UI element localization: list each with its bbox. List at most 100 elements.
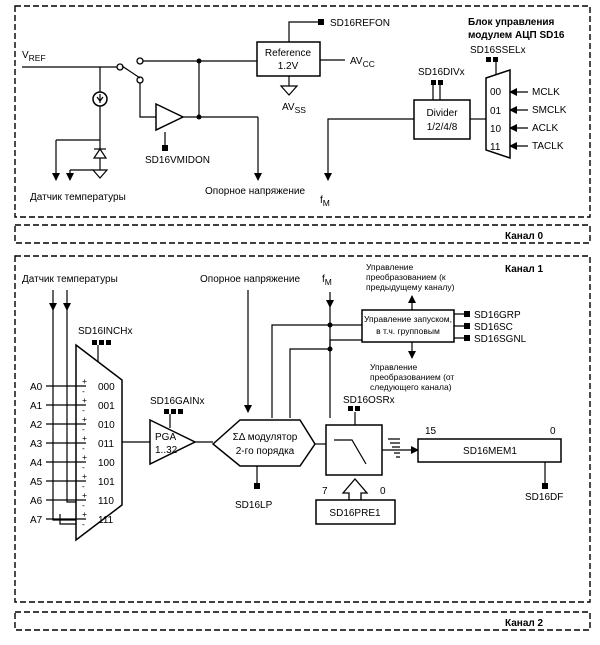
mux-code-00: 00: [490, 87, 502, 98]
sd16refon-label: SD16REFON: [330, 18, 390, 29]
divider-label: Divider: [426, 108, 458, 119]
pga-label: PGA: [155, 432, 176, 443]
input-polarity-sign: +: [82, 471, 87, 481]
channel2-frame: [14, 611, 591, 631]
input-code-011: 011: [98, 439, 114, 450]
channel2-label: Канал 2: [505, 618, 544, 629]
sd16osrx-label: SD16OSRx: [343, 395, 395, 406]
mux-code-10: 10: [490, 124, 502, 135]
sd16inchx-label: SD16INCHx: [78, 326, 132, 337]
avcc-label: AVCC: [350, 56, 375, 69]
input-code-111: 111: [98, 515, 114, 526]
input-polarity-sign: +: [82, 376, 87, 386]
input-polarity-sign: +: [82, 490, 87, 500]
input-a1-label: A1: [30, 401, 43, 412]
sd16sgnl-label: SD16SGNL: [474, 334, 527, 345]
input-a7-label: A7: [30, 515, 43, 526]
input-code-101: 101: [98, 477, 115, 488]
input-code-110: 110: [98, 496, 114, 507]
divider-ratios: 1/2/4/8: [427, 122, 458, 133]
ref-voltage-label-ch1: Опорное напряжение: [200, 274, 300, 285]
input-code-000: 000: [98, 382, 115, 393]
digital-filter-block: [325, 424, 383, 476]
mem-bit-lo: 0: [550, 426, 556, 437]
sd16mem1-label: SD16MEM1: [463, 446, 517, 457]
input-a3-label: A3: [30, 439, 43, 450]
input-polarity-sign: -: [82, 519, 85, 529]
input-a6-label: A6: [30, 496, 43, 507]
avss-label: AVSS: [282, 102, 306, 115]
input-polarity-sign: +: [82, 509, 87, 519]
control-next-line1: Управление: [370, 362, 418, 372]
sd16lp-label: SD16LP: [235, 500, 273, 511]
control-prev-line1: Управление: [366, 262, 414, 272]
control-next-line3: следующего канала): [370, 382, 452, 392]
sigma-delta-modulator: [211, 419, 316, 467]
input-code-001: 001: [98, 401, 115, 412]
input-polarity-sign: -: [82, 481, 85, 491]
input-a5-label: A5: [30, 477, 43, 488]
input-polarity-sign: +: [82, 395, 87, 405]
start-control-block: [361, 309, 455, 343]
sd16df-label: SD16DF: [525, 492, 563, 503]
start-control-line2: в т.ч. групповым: [376, 326, 440, 336]
input-mux: [75, 343, 123, 542]
control-block-frame: [14, 5, 591, 218]
sd16sc-label: SD16SC: [474, 322, 513, 333]
channel1-frame: [14, 255, 591, 603]
mem-bit-hi: 15: [425, 426, 437, 437]
pre-bit-hi: 7: [322, 486, 328, 497]
channel1-label: Канал 1: [505, 264, 544, 275]
input-polarity-sign: -: [82, 386, 85, 396]
clock-taclk: TACLK: [532, 141, 564, 152]
sd16sselx-label: SD16SSELx: [470, 45, 526, 56]
pga-gain: 1..32: [155, 445, 178, 456]
input-polarity-sign: -: [82, 462, 85, 472]
start-control-line1: Управление запуском,: [364, 314, 452, 324]
fm-label-top: fM: [320, 195, 330, 208]
reference-block: [256, 41, 321, 77]
sd16vmidon-label: SD16VMIDON: [145, 155, 210, 166]
pre-bit-lo: 0: [380, 486, 386, 497]
control-prev-line2: преобразованием (к: [366, 272, 446, 282]
control-prev-line3: предыдущему каналу): [366, 282, 455, 292]
ref-voltage-label-top: Опорное напряжение: [205, 186, 305, 197]
channel0-label: Канал 0: [505, 231, 544, 242]
control-next-line2: преобразованием (от: [370, 372, 454, 382]
sd16grp-label: SD16GRP: [474, 310, 521, 321]
sd16mem1-register: [417, 438, 562, 463]
input-polarity-sign: +: [82, 433, 87, 443]
mux-code-11: 11: [490, 142, 501, 153]
input-polarity-sign: +: [82, 414, 87, 424]
vref-label: VREF: [22, 50, 46, 63]
input-code-100: 100: [98, 458, 115, 469]
input-a2-label: A2: [30, 420, 43, 431]
sd16pre1-label: SD16PRE1: [329, 508, 381, 519]
input-a4-label: A4: [30, 458, 43, 469]
control-block-title-line2: модулем АЦП SD16: [468, 30, 565, 41]
temp-sensor-label-ch1: Датчик температуры: [22, 274, 118, 285]
modulator-label: ΣΔ модулятор: [233, 432, 298, 443]
divider-block: [413, 99, 471, 140]
control-block-title-line1: Блок управления: [468, 17, 555, 28]
clock-mclk: MCLK: [532, 87, 560, 98]
sd16gainx-label: SD16GAINx: [150, 396, 204, 407]
reference-label: Reference: [265, 48, 312, 59]
modulator-order: 2-го порядка: [236, 446, 295, 457]
a7-bracket: [59, 514, 76, 525]
pga-block: [149, 418, 197, 466]
clock-mux: [485, 68, 511, 160]
input-polarity-sign: -: [82, 405, 85, 415]
clock-smclk: SMCLK: [532, 105, 567, 116]
input-code-010: 010: [98, 420, 115, 431]
input-polarity-sign: -: [82, 443, 85, 453]
mux-input-rows: A0+-000A1+-001A2+-010A3+-011A4+-100A5+-1…: [30, 376, 115, 529]
input-polarity-sign: +: [82, 452, 87, 462]
input-polarity-sign: -: [82, 500, 85, 510]
channel0-frame: [14, 224, 591, 244]
fm-label-ch1: fM: [322, 274, 332, 287]
reference-voltage: 1.2V: [278, 61, 299, 72]
mux-code-01: 01: [490, 106, 502, 117]
sd16pre1-register: [315, 499, 396, 525]
